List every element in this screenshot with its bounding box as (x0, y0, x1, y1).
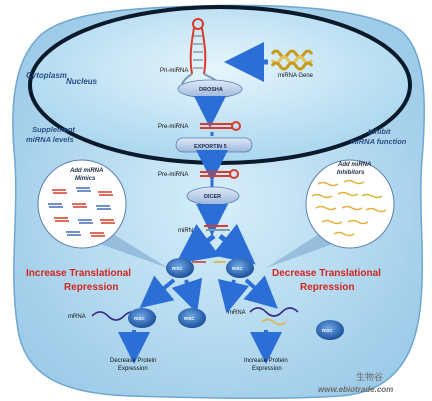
inhibitors-label-line1: Add miRNA (337, 162, 371, 168)
inhibitors-label-line2: Inhibitors (337, 170, 365, 176)
pre-mirna-cyto-label: Pre-miRNA (158, 172, 188, 178)
risc-inhibited: RISC (316, 320, 344, 340)
decrease-protein-line2: Expression (118, 366, 148, 372)
inhibitors-circle (305, 159, 395, 249)
svg-text:RISC: RISC (184, 316, 196, 321)
pre-mirna-nucleus-hairpin (200, 121, 241, 131)
svg-text:RISC: RISC (172, 266, 184, 271)
watermark-url: www.ebiotrade.com (318, 385, 393, 394)
decrease-repression-line1: Decrease Translational (272, 268, 381, 279)
mimics-label-line1: Add miRNA (69, 168, 103, 174)
mirna-left-arrow (175, 224, 220, 264)
pri-mirna-hairpin (181, 18, 221, 85)
increase-protein-line1: Increase Protein (244, 358, 288, 364)
cytoplasm-label: Cytoplasm (26, 71, 67, 80)
mirna-label: miRNA (178, 228, 197, 234)
risc-right-down-arrow-a (217, 278, 250, 314)
risc-bound-left-b: RISC (178, 308, 206, 328)
svg-text:RISC: RISC (232, 266, 244, 271)
risc-bound-left-a: RISC (128, 308, 156, 328)
mrna-right-label: mRNA (228, 310, 246, 316)
drosha-label: DROSHA (199, 87, 223, 93)
dicer-label: DICER (204, 194, 221, 200)
increase-repression-line1: Increase Translational (26, 268, 131, 279)
increase-repression-line2: Repression (64, 282, 118, 293)
inhibitor-strands (311, 179, 387, 237)
pre-mirna-nucleus-label: Pre-miRNA (158, 124, 188, 130)
pre-mirna-cyto-hairpin (200, 169, 239, 179)
inhibit-label-line2: miRNA function (350, 137, 407, 146)
risc-left: RISC (166, 258, 206, 278)
inhibit-label-line1: Inhibit (368, 127, 391, 136)
svg-text:RISC: RISC (322, 328, 334, 333)
risc-left-down-arrow-b (171, 277, 203, 314)
mrna-right-strand (249, 307, 299, 317)
risc-left-down-arrow-a (139, 275, 176, 309)
decrease-repression-line2: Repression (300, 282, 354, 293)
risc-right-down-arrow-b (243, 275, 278, 309)
mrna-left-label: mRNA (68, 314, 86, 320)
supplement-label-line1: Supplement (32, 125, 75, 134)
mirna-right-arrow (211, 223, 256, 265)
mimics-label-line2: Mimics (75, 176, 96, 182)
exportin-label: EXPORTIN 5 (194, 144, 227, 150)
inhibitor-bound-strand (261, 318, 287, 326)
mimic-duplexes (48, 187, 115, 237)
mirna-gene-label: miRNA Gene (278, 73, 314, 79)
increase-protein-line2: Expression (252, 366, 282, 372)
supplement-label-line2: miRNA levels (26, 135, 74, 144)
pri-mirna-label: Pri-miRNA (160, 68, 188, 74)
watermark-cn: 生物谷 (356, 371, 383, 382)
risc-right: RISC (214, 258, 254, 278)
decrease-protein-line1: Decrease Protein (110, 358, 156, 364)
nucleus-label: Nucleus (66, 77, 98, 86)
mirna-gene-icon (270, 49, 314, 71)
svg-text:RISC: RISC (134, 316, 146, 321)
